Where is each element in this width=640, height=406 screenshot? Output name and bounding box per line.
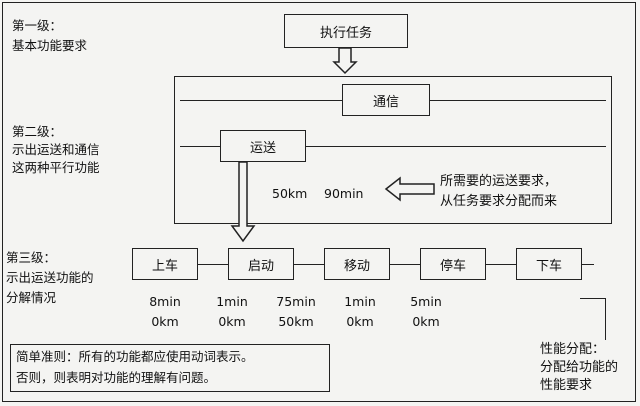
step-label: 下车 [535,258,562,274]
step-time: 5min [410,294,442,309]
diagram-frame [2,2,636,402]
step-distance: 0km [412,314,440,329]
level2-panel [174,76,612,224]
comm-box-label: 通信 [372,94,399,110]
level2-desc-line1: 示出运送和通信 [12,142,100,157]
step-distance: 0km [218,314,246,329]
transport-distance: 50km [272,186,308,201]
step-box-alight: 下车 [516,248,582,280]
level1-title: 第一级： [12,18,63,33]
step-time: 75min [276,294,316,309]
transport-box: 运送 [220,130,306,162]
level3-desc-line1: 示出运送功能的 [6,270,94,285]
task-box-label: 执行任务 [319,25,372,41]
step-box-board: 上车 [132,248,198,280]
comm-line-left [180,100,342,101]
step-box-move: 移动 [324,248,390,280]
transport-line-left [180,146,220,147]
step-time: 8min [149,294,181,309]
step-distance: 0km [151,314,179,329]
step-box-start: 启动 [228,248,294,280]
step-label: 启动 [247,258,274,274]
step-label: 上车 [151,258,178,274]
perf-desc-line1: 分配给功能的 [540,360,619,375]
step-time: 1min [344,294,376,309]
transport-line-right [306,146,606,147]
perf-bracket-side [605,298,606,340]
transport-box-label: 运送 [249,140,276,156]
level3-desc-line2: 分解情况 [6,290,57,305]
level2-title: 第二级： [12,124,63,139]
perf-bracket-top [580,298,606,299]
task-box: 执行任务 [284,14,408,48]
rule-box [10,344,330,392]
step-box-stop: 停车 [420,248,486,280]
perf-desc-line2: 性能要求 [540,378,593,393]
level2-desc-line2: 这两种平行功能 [12,160,100,175]
rule-line2: 否则，则表明对功能的理解有问题。 [16,370,217,385]
perf-title: 性能分配： [540,342,606,357]
comm-box: 通信 [342,84,430,116]
level3-title: 第三级： [6,250,57,265]
level1-desc: 基本功能要求 [12,38,88,53]
comm-line-right [430,100,606,101]
requirement-note-line1: 所需要的运送要求， [440,174,558,189]
step-label: 停车 [439,258,466,274]
rule-line1: 简单准则：所有的功能都应使用动词表示。 [16,349,254,364]
step-distance: 50km [278,314,314,329]
step-label: 移动 [343,258,370,274]
requirement-note-line2: 从任务要求分配而来 [440,194,558,209]
step-time: 1min [216,294,248,309]
step-distance: 0km [346,314,374,329]
transport-time: 90min [324,186,364,201]
